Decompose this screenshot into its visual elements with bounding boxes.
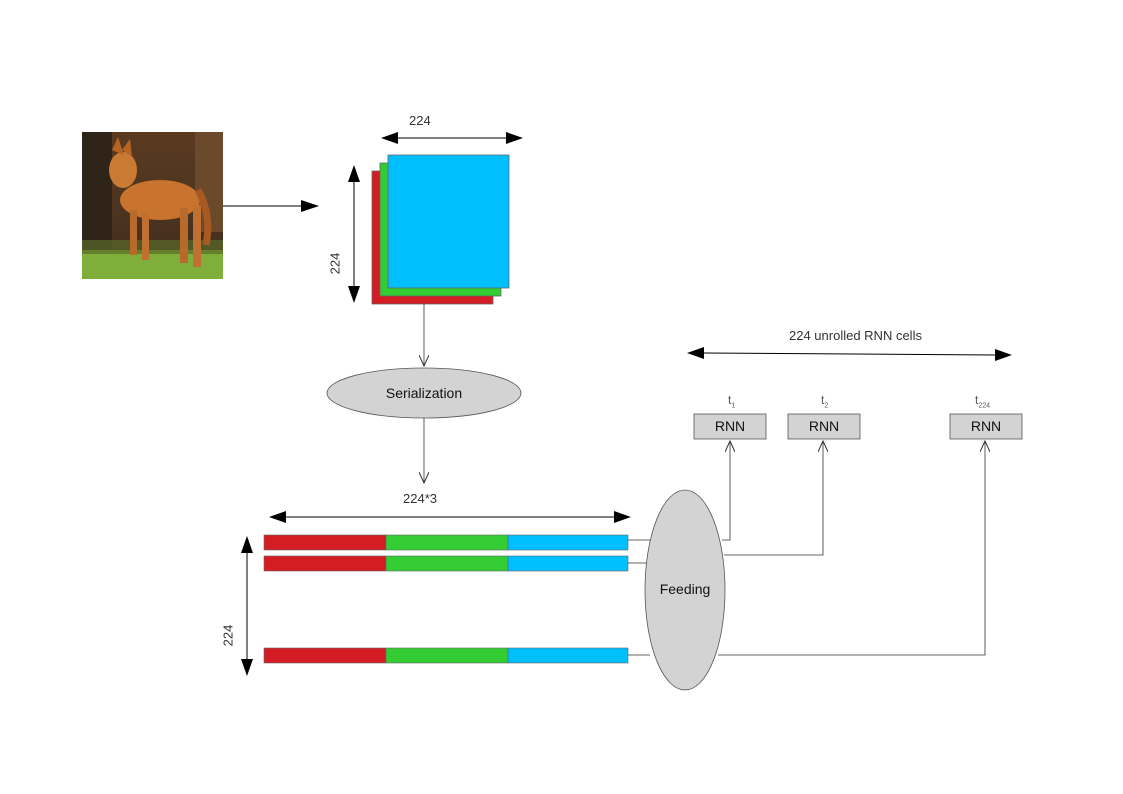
feed-to-rnn-224 (718, 441, 985, 656)
row-1 (263, 534, 629, 551)
row-2 (263, 555, 629, 572)
height-label: 224 (327, 252, 343, 275)
unrolled-label: 224 unrolled RNN cells (789, 328, 922, 343)
channel-stack (371, 154, 510, 305)
row-224 (263, 647, 629, 664)
row-2-red (263, 555, 387, 572)
t1-label: t1 (728, 393, 736, 410)
rnn-cell-224 (949, 413, 1023, 440)
serial-height-arrowhead-top (241, 536, 253, 553)
dog-photo-icon (82, 132, 223, 279)
rnn-cell-224-label: RNN (970, 418, 1002, 434)
rnn-cell-2-label: RNN (808, 418, 840, 434)
row-224-red (263, 647, 387, 664)
t2-label: t2 (821, 393, 829, 410)
rnn-cell-1 (693, 413, 767, 440)
height-arrowhead-top (348, 165, 360, 182)
unrolled-arrowhead-right (995, 349, 1012, 361)
row-1-red (263, 534, 387, 551)
feeding-label: Feeding (659, 581, 711, 597)
row-2-green (385, 555, 509, 572)
feeding-node (644, 489, 726, 691)
height-arrowhead-bottom (348, 286, 360, 303)
row-1-green (385, 534, 509, 551)
feed-to-rnn-1 (722, 441, 730, 541)
serial-height-label: 224 (220, 624, 236, 647)
t224-label: t224 (975, 393, 991, 410)
blue-channel (387, 154, 510, 289)
feed-to-rnn-2 (724, 441, 823, 556)
row-2-blue (507, 555, 629, 572)
serial-width-label: 224*3 (403, 491, 437, 506)
row-224-green (385, 647, 509, 664)
width-arrowhead-right (506, 132, 523, 144)
row-1-blue (507, 534, 629, 551)
width-arrowhead-left (381, 132, 398, 144)
row-224-blue (507, 647, 629, 664)
serial-width-arrowhead-right (614, 511, 631, 523)
unrolled-arrowhead-left (687, 347, 704, 359)
unrolled-line (703, 352, 996, 356)
rnn-cell-1-label: RNN (714, 418, 746, 434)
width-label: 224 (409, 113, 431, 128)
rnn-cell-2 (787, 413, 861, 440)
serialization-label: Serialization (385, 385, 463, 401)
serial-width-arrowhead-left (269, 511, 286, 523)
serial-height-arrowhead-bottom (241, 659, 253, 676)
